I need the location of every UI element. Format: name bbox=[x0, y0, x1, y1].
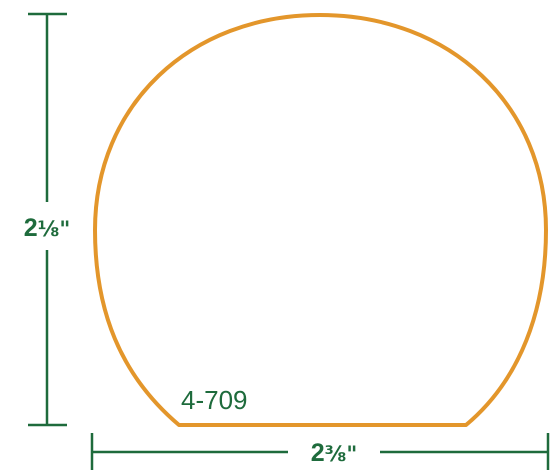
width-dimension-whole: 2 bbox=[311, 439, 325, 467]
height-dimension-fraction: ⅛" bbox=[38, 217, 71, 241]
width-dimension: 2⅜" bbox=[90, 433, 550, 470]
height-dimension: 2⅛" bbox=[24, 12, 71, 427]
part-number-label: 4-709 bbox=[181, 385, 248, 415]
molding-profile-outline bbox=[93, 13, 548, 427]
height-dimension-whole: 2 bbox=[24, 214, 38, 242]
width-dimension-fraction: ⅜" bbox=[325, 442, 358, 466]
width-dimension-label: 2⅜" bbox=[311, 439, 358, 467]
height-dimension-label: 2⅛" bbox=[24, 214, 71, 242]
